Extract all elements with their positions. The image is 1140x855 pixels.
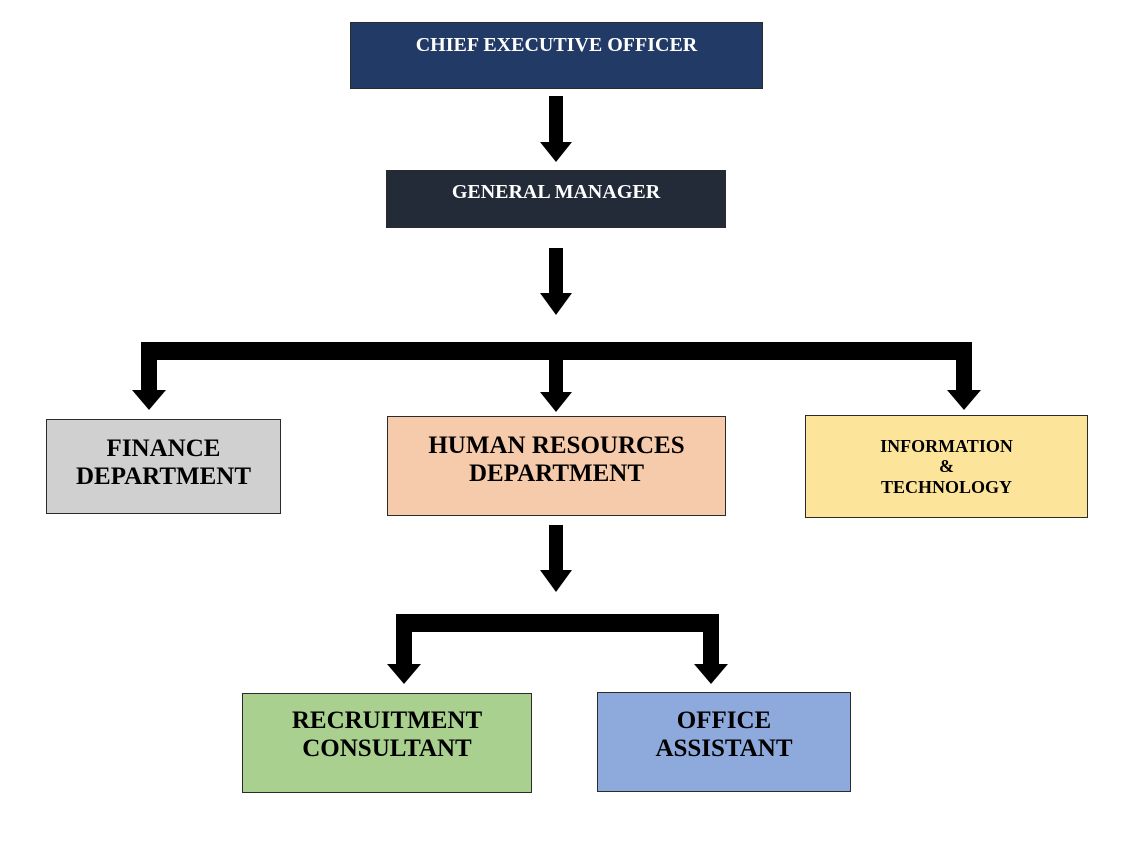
arrow-to-hr bbox=[540, 350, 572, 412]
arrow-ceo-to-gm bbox=[540, 96, 572, 162]
node-label-line: RECRUITMENT bbox=[291, 707, 483, 734]
node-label-line: CONSULTANT bbox=[302, 735, 472, 762]
arrow-to-it bbox=[947, 350, 981, 410]
node-label-line: DEPARTMENT bbox=[75, 462, 252, 490]
connector-bar-hr bbox=[396, 614, 719, 632]
node-label-line: TECHNOLOGY bbox=[880, 476, 1012, 497]
node-label-line: GENERAL MANAGER bbox=[451, 180, 661, 203]
node-label-line: INFORMATION bbox=[880, 436, 1013, 457]
node-office-assistant: OFFICE ASSISTANT bbox=[597, 692, 851, 792]
arrow-to-recruitment bbox=[387, 622, 421, 684]
arrow-hr-down bbox=[540, 525, 572, 592]
node-label-line: ASSISTANT bbox=[655, 735, 793, 762]
node-label-line: HUMAN RESOURCES bbox=[428, 432, 685, 459]
node-recruitment-consultant: RECRUITMENT CONSULTANT bbox=[242, 693, 532, 793]
node-label-line: FINANCE bbox=[106, 434, 221, 462]
node-chief-executive-officer: CHIEF EXECUTIVE OFFICER bbox=[350, 22, 763, 89]
node-finance-department: FINANCE DEPARTMENT bbox=[46, 419, 281, 514]
arrow-to-office-assistant bbox=[694, 622, 728, 684]
node-label-line: CHIEF EXECUTIVE OFFICER bbox=[415, 34, 698, 57]
node-human-resources-department: HUMAN RESOURCES DEPARTMENT bbox=[387, 416, 726, 516]
arrow-gm-down bbox=[540, 248, 572, 315]
node-information-technology: INFORMATION & TECHNOLOGY bbox=[805, 415, 1088, 518]
node-label-line: & bbox=[938, 456, 954, 477]
node-label-line: DEPARTMENT bbox=[468, 460, 645, 487]
node-label-line: OFFICE bbox=[676, 707, 772, 734]
arrow-to-finance bbox=[132, 350, 166, 410]
node-general-manager: GENERAL MANAGER bbox=[386, 170, 726, 228]
